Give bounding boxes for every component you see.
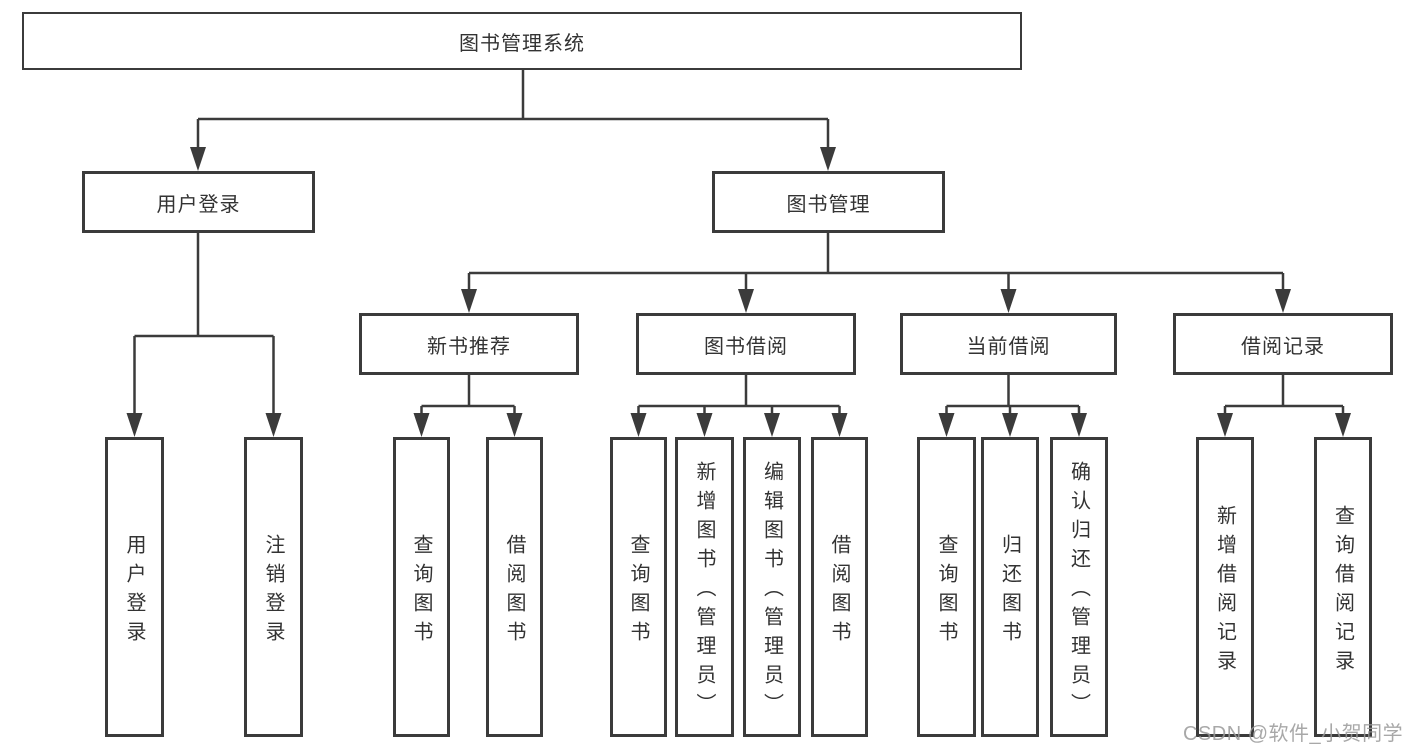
node-label: 编辑图书（管理员） [760, 461, 783, 722]
node-book-borrow: 图书借阅 [636, 313, 856, 375]
node-label: 新增图书（管理员） [693, 461, 715, 722]
node-label: 借阅记录 [1241, 335, 1325, 358]
leaf-user-login: 用户登录 [105, 437, 164, 737]
node-label: 用户登录 [156, 193, 241, 216]
node-label: 图书管理 [786, 193, 871, 216]
leaf-return-books: 归还图书 [981, 437, 1039, 737]
node-label: 借阅图书 [828, 533, 850, 650]
leaf-query-borrow-record: 查询借阅记录 [1314, 437, 1372, 737]
leaf-confirm-return-admin: 确认归还（管理员） [1050, 437, 1108, 737]
node-label: 查询图书 [410, 533, 432, 650]
leaf-query-books-recommend: 查询图书 [393, 437, 450, 737]
node-label: 查询图书 [935, 533, 957, 650]
node-label: 确认归还（管理员） [1067, 461, 1090, 722]
node-user-login: 用户登录 [82, 171, 315, 233]
node-label: 查询借阅记录 [1331, 504, 1354, 679]
node-root-library-system: 图书管理系统 [22, 12, 1022, 70]
leaf-add-books-admin: 新增图书（管理员） [675, 437, 734, 737]
leaf-add-borrow-record: 新增借阅记录 [1196, 437, 1254, 737]
node-book-management: 图书管理 [712, 171, 945, 233]
node-new-book-recommend: 新书推荐 [359, 313, 579, 375]
leaf-logout: 注销登录 [244, 437, 303, 737]
leaf-query-books-current: 查询图书 [917, 437, 976, 737]
node-current-borrow: 当前借阅 [900, 313, 1117, 375]
leaf-query-books-borrow: 查询图书 [610, 437, 667, 737]
node-label: 当前借阅 [966, 335, 1051, 358]
node-label: 新书推荐 [427, 335, 511, 358]
node-label: 用户登录 [123, 533, 145, 650]
node-label: 图书借阅 [704, 335, 788, 358]
node-label: 查询图书 [627, 533, 649, 650]
node-borrow-records: 借阅记录 [1173, 313, 1393, 375]
node-label: 新增借阅记录 [1213, 504, 1236, 679]
leaf-borrow-books-recommend: 借阅图书 [486, 437, 543, 737]
node-label: 注销登录 [262, 533, 284, 650]
leaf-borrow-books: 借阅图书 [811, 437, 868, 737]
node-label: 图书管理系统 [459, 32, 585, 55]
leaf-edit-books-admin: 编辑图书（管理员） [743, 437, 801, 737]
csdn-watermark: CSDN @软件_小贺同学 [1183, 723, 1404, 745]
node-label: 借阅图书 [503, 533, 525, 650]
arrowheads [126, 147, 1351, 437]
node-label: 归还图书 [998, 533, 1021, 650]
